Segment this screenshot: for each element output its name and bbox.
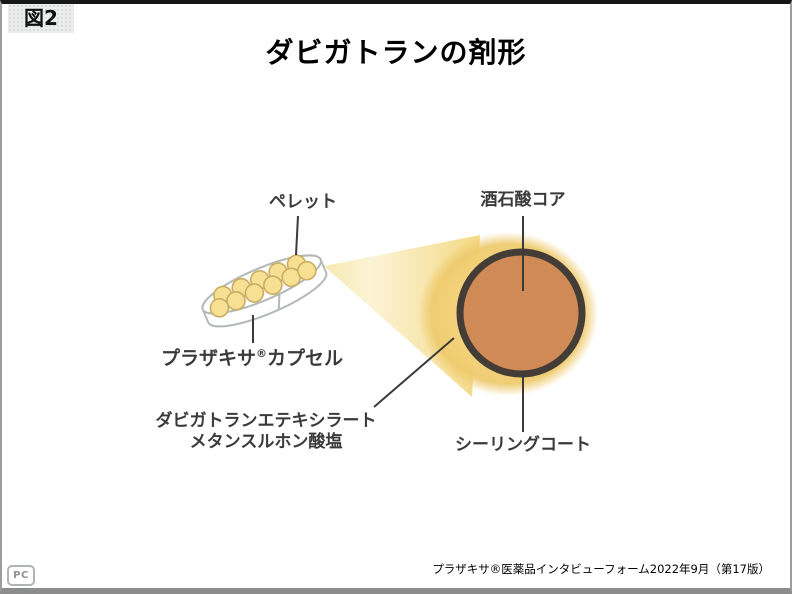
pellet bbox=[297, 260, 317, 281]
api-label: ダビガトランエテキシラート メタンスルホン酸塩 bbox=[156, 411, 377, 453]
tartaric-acid-core-label: 酒石酸コア bbox=[480, 190, 566, 210]
pellet-cluster bbox=[209, 254, 317, 318]
dosage-form-diagram bbox=[201, 215, 598, 432]
pellet-leader-line bbox=[295, 215, 299, 256]
leader-lines bbox=[252, 215, 524, 432]
page-title: ダビガトランの剤形 bbox=[265, 36, 527, 69]
pellet bbox=[263, 275, 283, 295]
capsule-label: プラザキサ®カプセル bbox=[161, 343, 343, 369]
api-label-line2: メタンスルホン酸塩 bbox=[189, 432, 343, 452]
capsule-label-name: プラザキサ bbox=[160, 347, 256, 370]
pc-icon: PC bbox=[7, 565, 35, 586]
figure-number-badge: 図2 bbox=[8, 4, 74, 33]
pellet bbox=[226, 291, 246, 311]
api-label-line1: ダビガトランエテキシラート bbox=[155, 411, 377, 431]
registered-trademark-mark: ® bbox=[256, 347, 267, 360]
api-leader-line bbox=[373, 337, 455, 408]
pellet-label: ペレット bbox=[269, 192, 337, 212]
footer-source-citation: プラザキサ®医薬品インタビューフォーム2022年9月（第17版） bbox=[432, 562, 770, 576]
sealing-coat-label: シーリングコート bbox=[455, 435, 591, 455]
tartaric-acid-core-circle bbox=[456, 248, 586, 378]
capsule-label-type: カプセル bbox=[267, 347, 344, 370]
pellet bbox=[244, 283, 265, 303]
capsule-seam bbox=[277, 293, 281, 310]
